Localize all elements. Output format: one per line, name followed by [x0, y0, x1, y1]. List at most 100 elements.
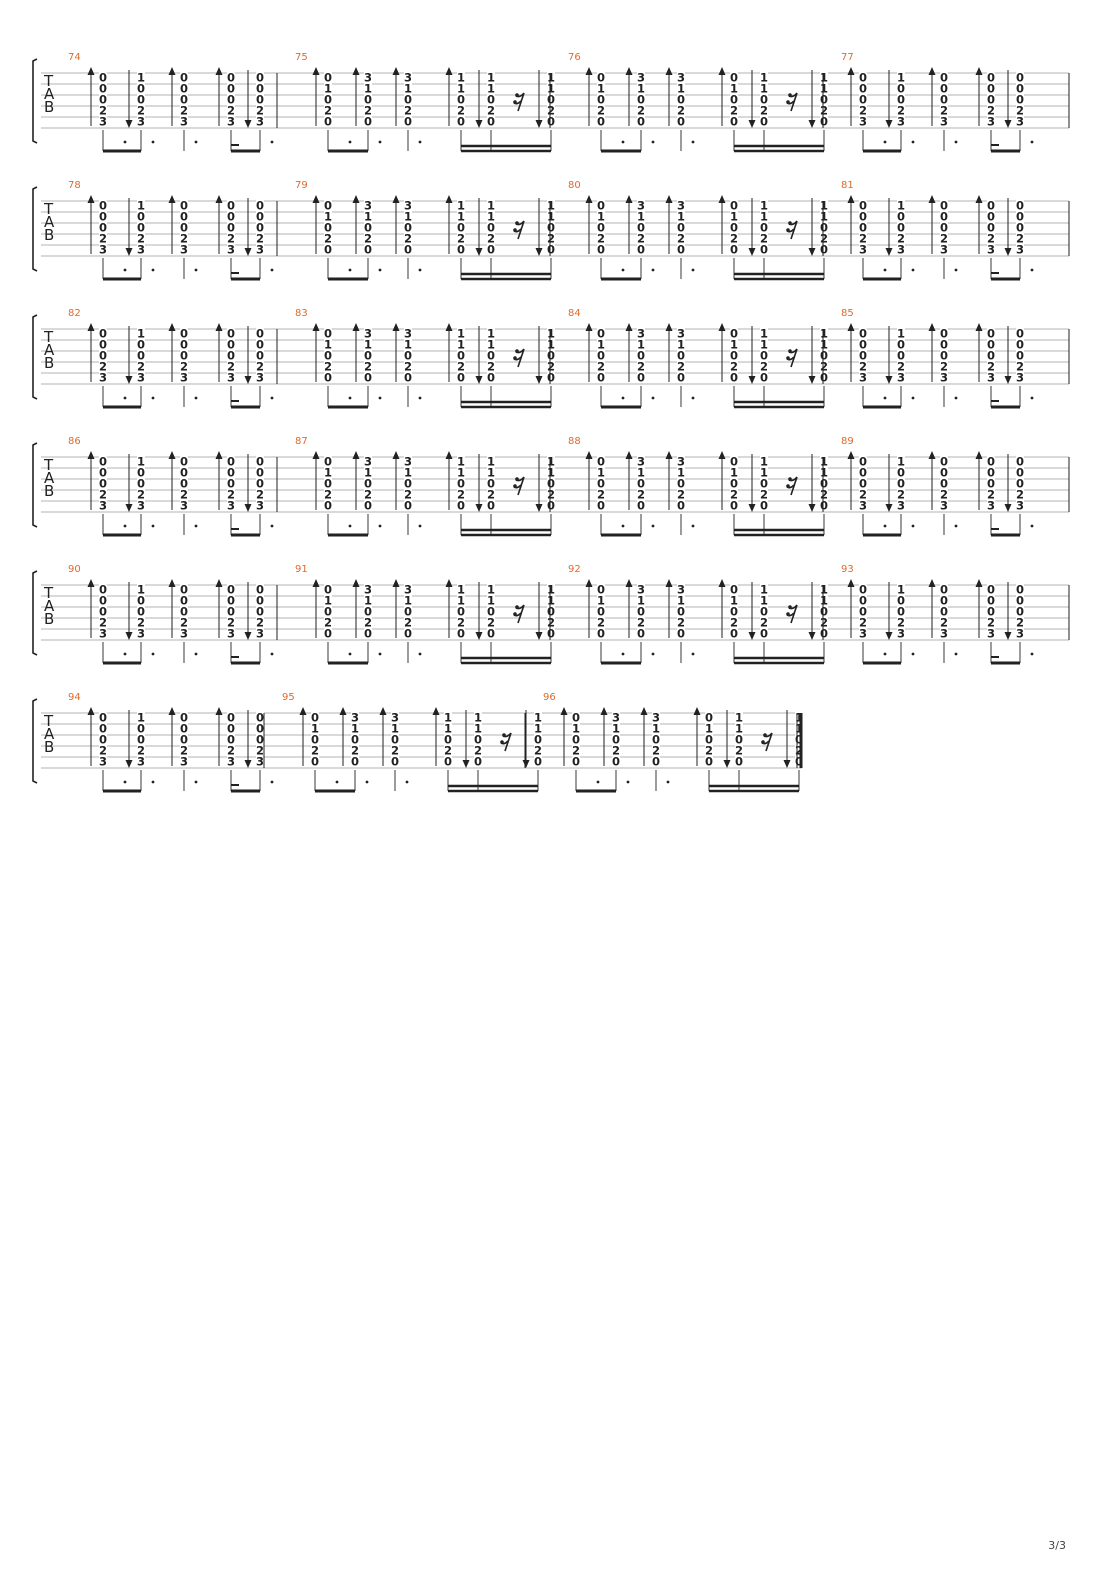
- strum-down-arrow: [125, 120, 133, 128]
- strum-up-arrow: [600, 707, 608, 715]
- dot: [151, 396, 155, 400]
- fret-mask: [457, 83, 465, 93]
- fret-number: 3: [677, 455, 685, 469]
- fret-number: 0: [1016, 327, 1024, 341]
- fret-number: 0: [99, 82, 107, 96]
- strum-up-arrow: [87, 323, 95, 331]
- fret-mask: [256, 478, 264, 488]
- fret-mask: [547, 606, 555, 616]
- strum-up-arrow: [718, 195, 726, 203]
- fret-number: 0: [987, 349, 995, 363]
- fret-number: 0: [227, 338, 235, 352]
- fret-mask: [760, 478, 768, 488]
- fret-number: 0: [364, 93, 372, 107]
- fret-mask: [444, 756, 452, 766]
- fret-number: 1: [547, 210, 555, 224]
- fret-mask: [444, 712, 452, 722]
- fret-mask: [547, 361, 555, 371]
- fret-number: 3: [99, 243, 107, 257]
- fret-number: 2: [637, 616, 645, 630]
- fret-mask: [256, 233, 264, 243]
- fret-mask: [1016, 211, 1024, 221]
- fret-number: 0: [227, 477, 235, 491]
- fret-mask: [612, 756, 620, 766]
- fret-number: 0: [324, 93, 332, 107]
- fret-mask: [897, 233, 905, 243]
- fret-mask: [227, 595, 235, 605]
- measure-number: 85: [841, 308, 854, 319]
- fret-number: 0: [180, 733, 188, 747]
- fret-mask: [597, 233, 605, 243]
- strum-down-arrow: [1004, 248, 1012, 256]
- fret-mask: [897, 606, 905, 616]
- fret-number: 2: [1016, 616, 1024, 630]
- fret-number: 0: [677, 605, 685, 619]
- fret-number: 0: [987, 82, 995, 96]
- fret-number: 1: [324, 594, 332, 608]
- fret-mask: [324, 222, 332, 232]
- fret-mask: [820, 628, 828, 638]
- fret-mask: [677, 116, 685, 126]
- fret-mask: [677, 94, 685, 104]
- fret-mask: [404, 83, 412, 93]
- fret-mask: [99, 595, 107, 605]
- fret-number: 0: [637, 477, 645, 491]
- fret-mask: [940, 628, 948, 638]
- fret-number: 2: [457, 488, 465, 502]
- strum-up-arrow: [445, 323, 453, 331]
- strum-down-arrow: [244, 376, 252, 384]
- fret-mask: [637, 211, 645, 221]
- fret-mask: [677, 478, 685, 488]
- dot: [405, 780, 409, 784]
- fret-number: 0: [534, 733, 542, 747]
- strum-up-arrow: [585, 67, 593, 75]
- fret-number: 3: [612, 711, 620, 725]
- fret-number: 0: [987, 71, 995, 85]
- fret-mask: [180, 372, 188, 382]
- fret-mask: [227, 478, 235, 488]
- fret-number: 0: [677, 115, 685, 129]
- strum-down-arrow: [808, 248, 816, 256]
- fret-mask: [404, 328, 412, 338]
- fret-mask: [324, 94, 332, 104]
- dot: [123, 140, 127, 144]
- fret-number: 0: [547, 371, 555, 385]
- fret-number: 2: [637, 488, 645, 502]
- fret-mask: [940, 233, 948, 243]
- fret-mask: [227, 200, 235, 210]
- fret-number: 0: [1016, 583, 1024, 597]
- fret-number: 1: [137, 327, 145, 341]
- fret-mask: [457, 606, 465, 616]
- strum-up-arrow: [352, 67, 360, 75]
- rest-dot: [788, 477, 792, 481]
- strum-down-arrow: [125, 376, 133, 384]
- fret-mask: [897, 94, 905, 104]
- fret-number: 0: [364, 115, 372, 129]
- fret-number: 0: [859, 71, 867, 85]
- fret-mask: [637, 72, 645, 82]
- fret-mask: [364, 116, 372, 126]
- fret-mask: [1016, 361, 1024, 371]
- fret-mask: [457, 211, 465, 221]
- fret-number: 0: [820, 371, 828, 385]
- fret-mask: [457, 617, 465, 627]
- strum-down-arrow: [475, 504, 483, 512]
- fret-mask: [652, 734, 660, 744]
- fret-mask: [137, 105, 145, 115]
- dot: [194, 652, 198, 656]
- fret-number: 2: [987, 360, 995, 374]
- measure-number: 75: [295, 52, 308, 63]
- fret-number: 0: [137, 477, 145, 491]
- dot: [911, 396, 915, 400]
- fret-number: 3: [677, 199, 685, 213]
- fret-mask: [180, 94, 188, 104]
- fret-mask: [859, 72, 867, 82]
- fret-number: 1: [637, 210, 645, 224]
- fret-number: 0: [940, 199, 948, 213]
- strum-down-arrow: [475, 632, 483, 640]
- fret-mask: [987, 372, 995, 382]
- fret-number: 2: [324, 488, 332, 502]
- fret-mask: [735, 723, 743, 733]
- fret-mask: [940, 211, 948, 221]
- fret-number: 2: [1016, 104, 1024, 118]
